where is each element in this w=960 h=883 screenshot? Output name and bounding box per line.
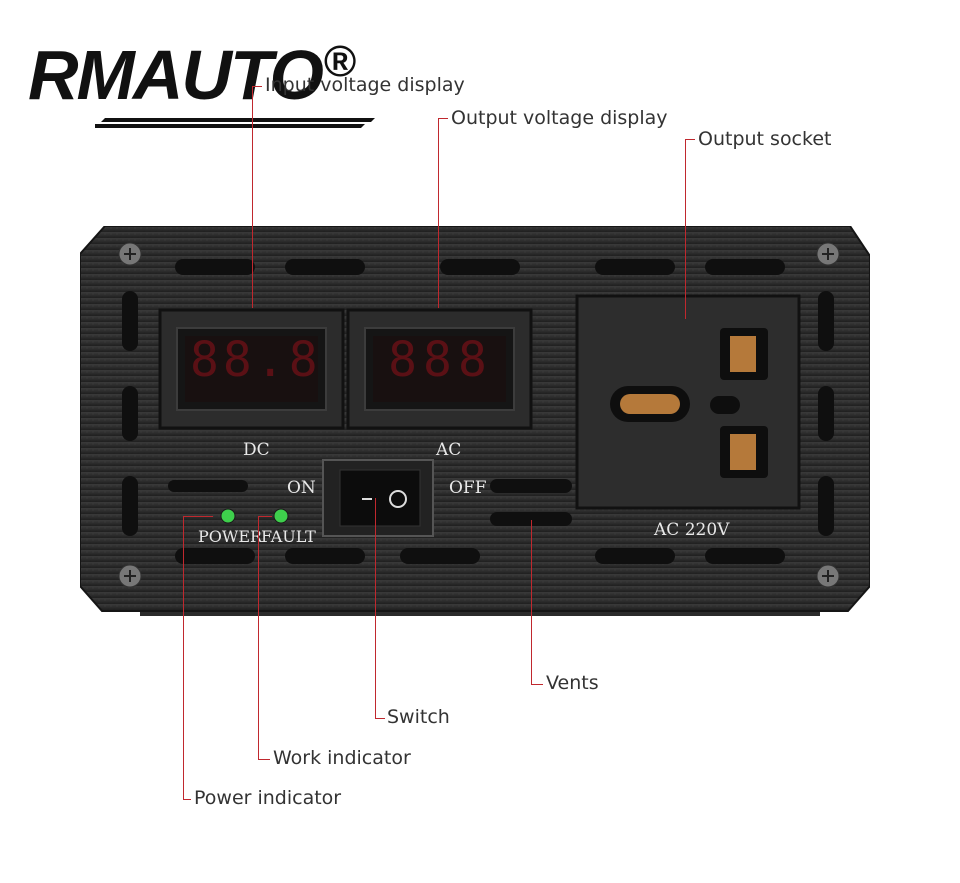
callout-line-output-socket <box>685 139 686 319</box>
callout-line-output-socket-tick <box>685 139 695 140</box>
socket-rating-label: AC 220V <box>654 520 730 540</box>
callout-work-indicator: Work indicator <box>273 747 411 769</box>
power-led-label: POWER <box>198 527 263 546</box>
callout-line-work-tick <box>258 759 270 760</box>
power-led <box>220 508 236 524</box>
callout-power-indicator: Power indicator <box>194 787 342 809</box>
callout-line-output-display-tick <box>438 118 448 119</box>
callout-line-vents-tick <box>531 684 543 685</box>
inverter-front-panel <box>80 226 870 616</box>
callout-line-input-display-tick <box>252 86 262 87</box>
callout-line-input-display <box>252 86 253 308</box>
callout-output-socket: Output socket <box>698 128 832 150</box>
ac-label: AC <box>436 440 462 460</box>
screw-icon <box>118 242 840 588</box>
callout-line-vents <box>531 520 532 684</box>
output-socket <box>575 294 801 510</box>
dc-label: DC <box>243 440 270 460</box>
ac-display <box>346 308 533 430</box>
callout-switch: Switch <box>387 706 450 728</box>
registered-mark: ® <box>323 37 356 86</box>
dc-readout: 88.8 <box>190 332 322 388</box>
callout-input-display: Input voltage display <box>265 74 465 96</box>
callout-output-display: Output voltage display <box>451 107 668 129</box>
callout-line-power <box>183 516 184 799</box>
rocker-switch <box>322 459 434 537</box>
fault-led <box>273 508 289 524</box>
dc-display <box>158 308 345 430</box>
brand-logo: RMAUTO® <box>28 37 356 111</box>
callout-line-switch <box>375 498 376 719</box>
logo-text: RMAUTO <box>28 36 324 114</box>
logo-underline <box>95 118 375 128</box>
callout-line-power-tick <box>183 799 191 800</box>
callout-line-output-display <box>438 118 439 308</box>
callout-line-power-h <box>183 516 213 517</box>
ac-readout: 888 <box>388 332 493 388</box>
fault-led-label: FAULT <box>261 527 316 546</box>
callout-line-switch-tick <box>375 718 385 719</box>
off-label: OFF <box>449 478 487 498</box>
callout-line-work <box>258 516 259 760</box>
callout-vents: Vents <box>546 672 599 694</box>
on-label: ON <box>287 478 316 498</box>
callout-line-work-h <box>258 516 272 517</box>
